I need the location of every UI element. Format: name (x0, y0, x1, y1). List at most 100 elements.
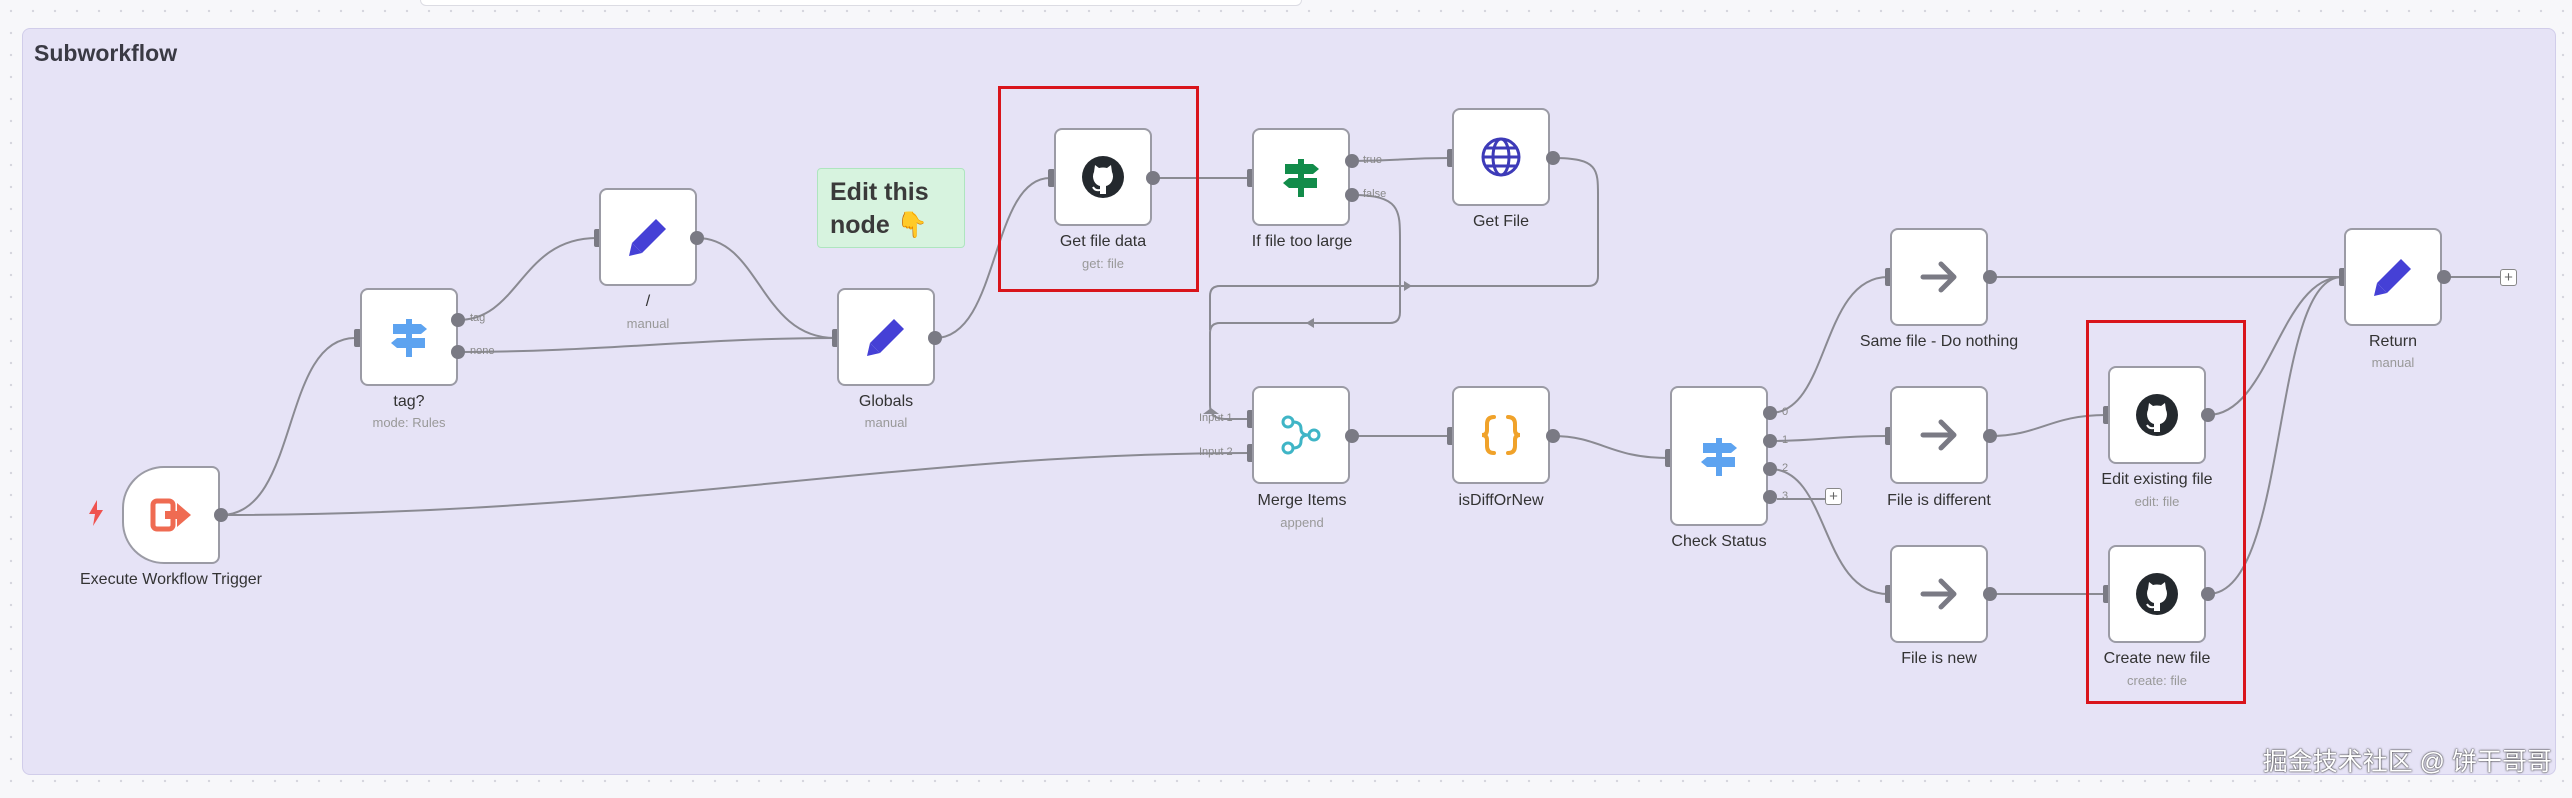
filenew-output-port[interactable] (1983, 587, 1997, 601)
check-input-port[interactable] (1665, 449, 1672, 467)
slash-output-port[interactable] (690, 231, 704, 245)
pencil-icon (2374, 259, 2411, 296)
createfile-output-port[interactable] (2201, 587, 2215, 601)
create-new-file-github-node[interactable] (2108, 545, 2206, 643)
globals-output-port[interactable] (928, 331, 942, 345)
tag-output-port-tag[interactable] (451, 313, 465, 327)
highlight-box-get-file-data (998, 86, 1199, 292)
sticky-note[interactable]: Edit this node 👇 (817, 168, 965, 248)
node-label: / (645, 293, 651, 310)
node-subtitle: manual (626, 316, 670, 331)
port-label-input2: Input 2 (1199, 446, 1233, 458)
edit-existing-file-github-node[interactable] (2108, 366, 2206, 464)
slash-input-port[interactable] (594, 229, 601, 247)
add-node-button-return[interactable]: + (2500, 269, 2517, 286)
check-output-port-3[interactable] (1763, 490, 1777, 504)
getfile-input-port[interactable] (1447, 149, 1454, 167)
if-file-too-large-node[interactable] (1252, 128, 1350, 226)
port-label-2: 2 (1782, 462, 1789, 474)
if-output-port-true[interactable] (1345, 154, 1359, 168)
node-subtitle: get: file (1082, 256, 1124, 271)
samefile-input-port[interactable] (1885, 268, 1892, 286)
return-input-port[interactable] (2339, 268, 2346, 286)
createfile-input-port[interactable] (2103, 585, 2110, 603)
node-subtitle: mode: Rules (372, 415, 446, 430)
port-label-false: false (1363, 188, 1387, 200)
filenew-input-port[interactable] (1885, 585, 1892, 603)
return-set-node[interactable] (2344, 228, 2442, 326)
trigger-bolt-icon (89, 500, 103, 526)
node-label: Edit existing file (2101, 471, 2213, 488)
check-output-port-0[interactable] (1763, 406, 1777, 420)
github-icon (1082, 156, 1124, 198)
globals-input-port[interactable] (832, 329, 839, 347)
merge-output-port[interactable] (1345, 429, 1359, 443)
filediff-output-port[interactable] (1983, 429, 1997, 443)
filediff-input-port[interactable] (1885, 427, 1892, 445)
trigger-output-port[interactable] (214, 508, 228, 522)
tag-input-port[interactable] (354, 329, 361, 347)
return-output-port[interactable] (2437, 270, 2451, 284)
port-label-1: 1 (1782, 434, 1789, 446)
isdiffornew-code-node[interactable] (1452, 386, 1550, 484)
node-subtitle: append (1280, 515, 1324, 530)
node-label: Get file data (1059, 233, 1147, 250)
signpost-icon (1701, 438, 1737, 476)
edge-check2-new (1769, 468, 1889, 595)
get-file-data-github-node[interactable] (1054, 128, 1152, 226)
node-subtitle: manual (2371, 355, 2415, 370)
port-label-none: none (470, 345, 495, 357)
node-subtitle: manual (864, 415, 908, 430)
execute-workflow-trigger-node[interactable] (122, 466, 220, 564)
signpost-icon (391, 319, 427, 357)
check-output-port-2[interactable] (1763, 462, 1777, 476)
edge-edit-return (2207, 276, 2343, 416)
file-is-new-noop-node[interactable] (1890, 545, 1988, 643)
check-output-port-1[interactable] (1763, 434, 1777, 448)
edge-check0-same (1769, 276, 1889, 414)
globals-set-node[interactable] (837, 288, 935, 386)
port-label-input1: Input 1 (1199, 412, 1233, 424)
port-label-3: 3 (1782, 490, 1789, 502)
port-label-0: 0 (1782, 406, 1789, 418)
edge-tag-slash (457, 237, 598, 321)
tag-output-port-none[interactable] (451, 345, 465, 359)
edge-if-getfile (1351, 157, 1451, 162)
isdiff-output-port[interactable] (1546, 429, 1560, 443)
isdiff-input-port[interactable] (1447, 427, 1454, 445)
tag-switch-node[interactable] (360, 288, 458, 386)
getfiledata-input-port[interactable] (1048, 169, 1055, 187)
add-node-button-check-3[interactable]: + (1825, 488, 1842, 505)
if-input-port[interactable] (1247, 169, 1254, 187)
edge-getfile-merge (1209, 157, 1600, 330)
merge-input-port-1[interactable] (1247, 410, 1254, 428)
edge-trigger-merge (220, 452, 1251, 516)
node-label: Execute Workflow Trigger (80, 571, 262, 588)
editfile-input-port[interactable] (2103, 406, 2110, 424)
getfiledata-output-port[interactable] (1146, 171, 1160, 185)
edge-tag-globals (457, 337, 836, 353)
watermark: 掘金技术社区 @ 饼干哥哥 (2262, 748, 2552, 776)
node-label: Merge Items (1257, 492, 1347, 509)
merge-items-node[interactable] (1252, 386, 1350, 484)
merge-input-port-2[interactable] (1247, 444, 1254, 462)
edge-isdiff-check (1552, 435, 1669, 459)
port-label-tag: tag (470, 312, 486, 324)
check-status-switch-node[interactable] (1670, 386, 1768, 526)
getfile-output-port[interactable] (1546, 151, 1560, 165)
node-label: File is new (1901, 650, 1977, 667)
github-icon (2136, 394, 2178, 436)
get-file-http-node[interactable] (1452, 108, 1550, 206)
slash-set-node[interactable] (599, 188, 697, 286)
edge-diff-edit (1989, 414, 2107, 437)
if-output-port-false[interactable] (1345, 188, 1359, 202)
port-label-true: true (1363, 154, 1382, 166)
node-label: Create new file (2103, 650, 2211, 667)
node-label: Check Status (1671, 533, 1767, 550)
same-file-noop-node[interactable] (1890, 228, 1988, 326)
file-is-different-noop-node[interactable] (1890, 386, 1988, 484)
samefile-output-port[interactable] (1983, 270, 1997, 284)
signpost-icon (1283, 159, 1319, 197)
editfile-output-port[interactable] (2201, 408, 2215, 422)
